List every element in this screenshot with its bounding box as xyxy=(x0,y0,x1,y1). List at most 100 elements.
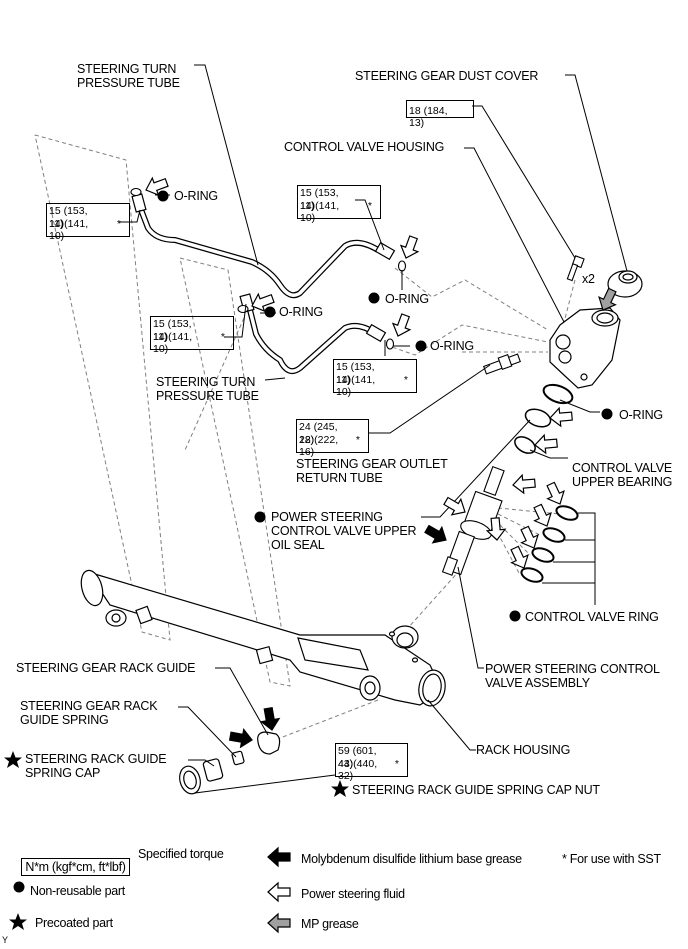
non-reusable-legend-icon xyxy=(13,881,25,893)
label-steering-rack-guide-spring-cap-nut: STEERING RACK GUIDE SPRING CAP NUT xyxy=(352,783,600,797)
torque-value-ftlbf: 13) xyxy=(409,117,425,129)
label-o-ring: O-RING xyxy=(619,408,663,422)
sst-marker: * xyxy=(116,218,121,230)
leader-lines xyxy=(119,64,628,794)
ps-fluid-arrow xyxy=(541,479,569,509)
torque-value-overlap: 11) xyxy=(300,200,315,212)
torque-value-overlap: 11) xyxy=(49,218,64,230)
torque-box-lower-tube-left: 15 (153, 11) 14)(141, 10) * xyxy=(150,316,234,355)
legend-non-reusable: Non-reusable part xyxy=(30,884,125,898)
label-steering-gear-dust-cover: STEERING GEAR DUST COVER xyxy=(355,69,539,83)
upper-oil-seal xyxy=(524,408,552,428)
torque-value-ftlbf: 32) xyxy=(338,770,354,782)
torque-value-nm: 15 (153, xyxy=(153,318,192,330)
rack-housing xyxy=(80,569,446,707)
torque-value-kgfcm: 22)(222, xyxy=(299,434,339,446)
torque-value-overlap: 44) xyxy=(338,758,354,770)
label-power-steering-control-valve-upper-oil-seal: POWER STEERING CONTROL VALVE UPPER OIL S… xyxy=(271,510,417,552)
label-o-ring: O-RING xyxy=(385,292,429,306)
label-steering-gear-outlet-return-tube: STEERING GEAR OUTLET RETURN TUBE xyxy=(296,457,448,485)
label-steering-gear-rack-guide: STEERING GEAR RACK GUIDE xyxy=(16,661,196,675)
ps-fluid-arrow xyxy=(396,233,423,262)
housing-o-ring xyxy=(542,383,574,405)
sst-marker: * xyxy=(403,374,408,386)
upper-bearing xyxy=(514,436,536,454)
outlet-return-tube-fitting xyxy=(483,353,521,375)
torque-value-nm: 15 (153, xyxy=(300,187,339,199)
non-reusable-dots xyxy=(157,190,613,622)
label-steering-turn-pressure-tube-lower: STEERING TURN PRESSURE TUBE xyxy=(156,375,259,403)
legend-ps-fluid: Power steering fluid xyxy=(301,887,405,901)
power-steering-control-valve-assembly xyxy=(441,466,505,576)
moly-grease-arrow xyxy=(258,706,282,733)
control-valve-housing xyxy=(549,307,621,389)
torque-value-overlap: 11) xyxy=(153,331,168,343)
legend-torque-box: N*m (kgf*cm, ft*lbf) xyxy=(15,846,130,876)
label-o-ring: O-RING xyxy=(279,305,323,319)
label-bolt-quantity: x2 xyxy=(582,272,595,286)
moly-grease-arrow xyxy=(421,520,452,549)
torque-value-kgfcm: 14)(141, xyxy=(336,374,376,386)
torque-value-nm: 15 (153, xyxy=(49,205,88,217)
torque-box-upper-tube-right: 15 (153, 11) 14)(141, 10) * xyxy=(297,185,381,224)
legend-glyphs xyxy=(9,847,291,933)
torque-value-overlap: 11) xyxy=(336,374,351,386)
torque-value-kgfcm: 14)(141, xyxy=(300,200,340,212)
precoated-legend-icon xyxy=(9,913,27,930)
torque-box-outlet-return-tube: 24 (245, 18) 22)(222, 16) * xyxy=(296,419,369,458)
label-control-valve-upper-bearing: CONTROL VALVE UPPER BEARING xyxy=(572,461,673,489)
torque-value-nm: 24 (245, xyxy=(299,421,338,433)
dust-cover-bolt xyxy=(566,255,585,282)
legend-torque-unit: N*m (kgf*cm, ft*lbf) xyxy=(21,858,130,876)
moly-grease-legend-icon xyxy=(267,847,291,867)
torque-value-ftlbf: 10) xyxy=(336,386,352,398)
torque-value-nm: 59 (601, xyxy=(338,745,377,757)
moly-grease-arrow xyxy=(228,726,255,750)
legend-moly-grease: Molybdenum disulfide lithium base grease xyxy=(301,852,522,866)
torque-value-overlap: 18) xyxy=(299,434,315,446)
label-steering-turn-pressure-tube-upper: STEERING TURN PRESSURE TUBE xyxy=(77,62,180,90)
ps-fluid-arrow xyxy=(511,473,537,495)
torque-box-upper-tube-left: 15 (153, 11) 14)(141, 10) * xyxy=(46,203,130,242)
sst-marker: * xyxy=(367,200,372,212)
torque-box-dust-cover-bolt: 18 (184, 13) xyxy=(406,100,474,129)
mp-grease-legend-icon xyxy=(267,913,291,933)
sst-marker: * xyxy=(394,758,399,770)
label-steering-gear-rack-guide-spring: STEERING GEAR RACK GUIDE SPRING xyxy=(20,699,158,727)
label-rack-housing: RACK HOUSING xyxy=(476,743,571,757)
torque-value-ftlbf: 16) xyxy=(299,446,315,458)
torque-value-kgfcm: 14)(141, xyxy=(153,331,193,343)
label-o-ring: O-RING xyxy=(430,339,474,353)
label-control-valve-ring: CONTROL VALVE RING xyxy=(525,610,659,624)
precoated-stars xyxy=(4,751,349,797)
ps-fluid-arrow xyxy=(440,492,471,521)
torque-value-ftlbf: 10) xyxy=(49,230,65,242)
legend-mp-grease: MP grease xyxy=(301,917,359,931)
ps-fluid-arrow xyxy=(533,433,559,455)
torque-value-ftlbf: 10) xyxy=(300,212,316,224)
steering-gear-dust-cover xyxy=(607,270,643,298)
steering-turn-pressure-tube-upper xyxy=(130,187,407,299)
ps-fluid-arrow xyxy=(548,406,574,428)
label-o-ring: O-RING xyxy=(174,189,218,203)
ps-fluid-arrow xyxy=(528,501,556,531)
torque-value-ftlbf: 10) xyxy=(153,343,169,355)
torque-box-lower-tube-right: 15 (153, 11) 14)(141, 10) * xyxy=(333,359,417,398)
rack-guide-parts xyxy=(179,731,281,795)
ps-fluid-legend-icon xyxy=(267,882,291,902)
legend-sst-note: * For use with SST xyxy=(562,852,661,866)
torque-value-nm: 15 (153, xyxy=(336,361,375,373)
legend-torque-desc: Specified torque xyxy=(138,847,224,861)
label-power-steering-control-valve-assembly: POWER STEERING CONTROL VALVE ASSEMBLY xyxy=(485,662,660,690)
torque-box-spring-cap-nut: 59 (601, 44) 43)(440, 32) * xyxy=(335,743,408,782)
label-control-valve-housing: CONTROL VALVE HOUSING xyxy=(284,140,445,154)
torque-value-nm: 18 (184, xyxy=(409,105,448,117)
torque-value-kgfcm: 43)(440, xyxy=(338,758,378,770)
legend-precoated: Precoated part xyxy=(35,916,113,930)
footer-mark: Y xyxy=(2,935,8,945)
ps-fluid-arrow xyxy=(388,311,415,340)
torque-value-kgfcm: 14)(141, xyxy=(49,218,89,230)
sst-marker: * xyxy=(355,434,360,446)
control-valve-rings xyxy=(520,505,579,583)
